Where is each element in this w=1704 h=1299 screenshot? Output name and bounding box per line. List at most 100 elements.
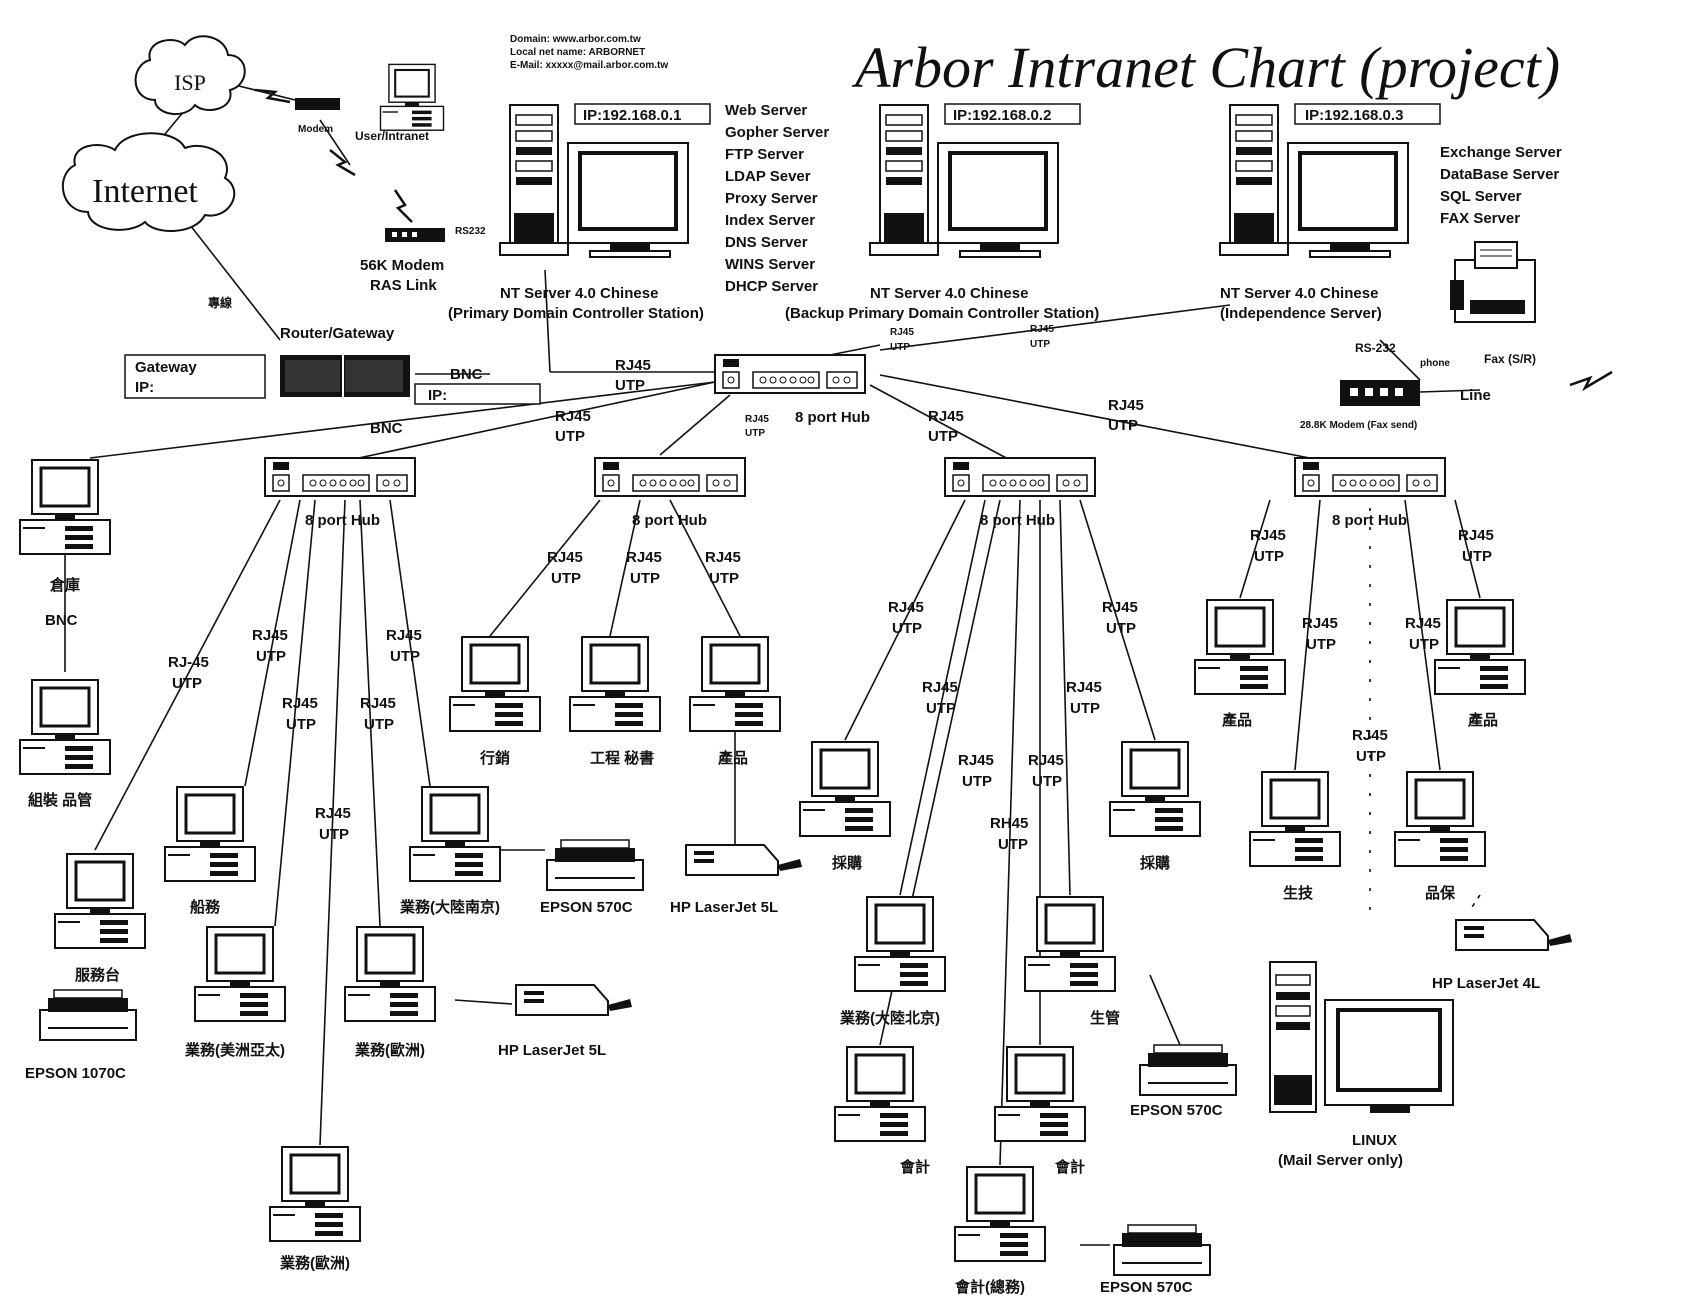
link-label-rj45: RJ45 xyxy=(1108,397,1144,414)
fax-phone-label: phone xyxy=(1420,358,1450,369)
router-gateway: Router/Gateway Gateway IP: BNC IP: xyxy=(124,325,541,405)
link-label-rj45: RJ45 xyxy=(1066,679,1102,696)
service-label: DHCP Server xyxy=(725,278,818,295)
link-label-rj45: RJ45 xyxy=(315,805,351,822)
fax-rs232-label: RS-232 xyxy=(1355,341,1396,355)
user-pc xyxy=(379,63,445,132)
pc-label: 生管 xyxy=(1090,1009,1120,1027)
server-name: NT Server 4.0 Chinese xyxy=(500,285,658,302)
link-label-utp: UTP xyxy=(390,648,420,665)
fax-line-label: Line xyxy=(1460,387,1491,404)
internet-link-label: 專線 xyxy=(208,295,232,310)
pc-label: 工程 秘書 xyxy=(590,749,654,767)
pc-accounting-2 xyxy=(993,1045,1087,1143)
domain-info: Domain: www.arbor.com.tw Local net name:… xyxy=(510,34,668,71)
server-role: (Primary Domain Controller Station) xyxy=(448,305,704,322)
link-label-utp: UTP xyxy=(1409,636,1439,653)
link-label-utp: UTP xyxy=(998,836,1028,853)
linux-mail-server: LINUX (Mail Server only) xyxy=(1269,961,1454,1169)
printer-hp-4l xyxy=(1455,919,1573,951)
service-label: Proxy Server xyxy=(725,190,818,207)
server-icon xyxy=(498,103,690,259)
pc-label: 採購 xyxy=(832,854,862,872)
hub-label: 8 port Hub xyxy=(632,512,707,529)
link-label-utp: UTP xyxy=(1254,548,1284,565)
pc-label: 會計(總務) xyxy=(955,1278,1025,1296)
service-label: Gopher Server xyxy=(725,124,829,141)
hub-3 xyxy=(944,457,1096,497)
service-label: FAX Server xyxy=(1440,210,1520,227)
pc-label: 業務(大陸北京) xyxy=(839,1009,940,1027)
pc-product xyxy=(688,635,782,733)
link-label-bnc: BNC xyxy=(45,612,78,629)
service-label: Web Server xyxy=(725,102,807,119)
link-label-utp: UTP xyxy=(630,570,660,587)
server-icon xyxy=(1218,103,1410,259)
lightning-icon xyxy=(1569,370,1613,392)
pc-product-3 xyxy=(1433,598,1527,696)
link-label-rj45: RJ45 xyxy=(282,695,318,712)
link-label-rj45: RJ45 xyxy=(1458,527,1494,544)
gateway-ip-label: IP: xyxy=(135,379,154,396)
printer-epson-570c xyxy=(546,839,644,891)
printer-epson-570c-3 xyxy=(1113,1224,1211,1276)
pc-warehouse xyxy=(18,458,112,556)
link-label-utp: UTP xyxy=(1106,620,1136,637)
link-label-rj45: RJ45 xyxy=(705,549,741,566)
pc-label: 業務(美洲亞太) xyxy=(184,1041,285,1059)
hub-label: 8 port Hub xyxy=(305,512,380,529)
printer-label: HP LaserJet 5L xyxy=(670,899,778,916)
ras-modem: RS232 56K Modem RAS Link xyxy=(360,226,486,294)
link-label-rj45: RJ45 xyxy=(922,679,958,696)
printer-label: HP LaserJet 5L xyxy=(498,1042,606,1059)
link-label-rj45: RJ45 xyxy=(958,752,994,769)
pc-marketing xyxy=(448,635,542,733)
printer-epson-570c-2 xyxy=(1139,1044,1237,1096)
ras-rs232-label: RS232 xyxy=(455,226,486,237)
link-label-rj45: RJ45 xyxy=(1352,727,1388,744)
internet-label: Internet xyxy=(92,173,198,210)
link-label-utp: UTP xyxy=(1108,417,1138,434)
printer-label: EPSON 1070C xyxy=(25,1065,126,1082)
pc-label: 生技 xyxy=(1283,884,1314,902)
modem-label: Modem xyxy=(298,124,333,135)
service-label: WINS Server xyxy=(725,256,815,273)
main-hub xyxy=(714,354,866,394)
service-label: DNS Server xyxy=(725,234,808,251)
link-label-rj45: RJ45 xyxy=(615,357,651,374)
link-label-rj45: RJ45 xyxy=(890,327,914,338)
link-label-utp: UTP xyxy=(364,716,394,733)
link-label-rj45: RJ45 xyxy=(547,549,583,566)
service-label: Index Server xyxy=(725,212,815,229)
linux-role-label: (Mail Server only) xyxy=(1278,1152,1403,1169)
link-label-rj45: RJ45 xyxy=(626,549,662,566)
isp-cloud: ISP xyxy=(134,35,246,115)
pc-label: 服務台 xyxy=(75,966,120,984)
ras-modem-label: 56K Modem xyxy=(360,257,444,274)
lightning-icon xyxy=(393,189,413,223)
link-label-rj45: RJ45 xyxy=(252,627,288,644)
server-ip: IP:192.168.0.1 xyxy=(583,107,681,124)
link-label-rj45: RJ45 xyxy=(1030,324,1054,335)
pc-production-mgmt xyxy=(1023,895,1117,993)
pc-label: 會計 xyxy=(1055,1158,1085,1176)
hub-label: 8 port Hub xyxy=(1332,512,1407,529)
printer-label: HP LaserJet 4L xyxy=(1432,975,1540,992)
pc-label: 業務(大陸南京) xyxy=(399,898,500,916)
printer-epson-1070c xyxy=(39,989,137,1041)
server-primary: IP:192.168.0.1 Web Server Gopher Server … xyxy=(448,102,829,322)
link-label-utp: UTP xyxy=(962,773,992,790)
page-title: Arbor Intranet Chart (project) xyxy=(851,35,1560,100)
link-label-rj45: RJ45 xyxy=(1405,615,1441,632)
pc-label: 船務 xyxy=(190,898,221,916)
domain-info-line: E-Mail: xxxxx@mail.arbor.com.tw xyxy=(510,60,668,71)
pc-sales-europe-2 xyxy=(268,1145,362,1243)
service-label: LDAP Sever xyxy=(725,168,811,185)
pc-label: 業務(歐洲) xyxy=(279,1254,350,1272)
link-label-utp: UTP xyxy=(615,377,645,394)
links xyxy=(64,84,1481,1246)
server-role: (Backup Primary Domain Controller Statio… xyxy=(785,305,1099,322)
server-backup: IP:192.168.0.2 NT Server 4.0 Chinese (Ba… xyxy=(785,103,1099,322)
service-label: DataBase Server xyxy=(1440,166,1559,183)
pc-product-2 xyxy=(1193,598,1287,696)
